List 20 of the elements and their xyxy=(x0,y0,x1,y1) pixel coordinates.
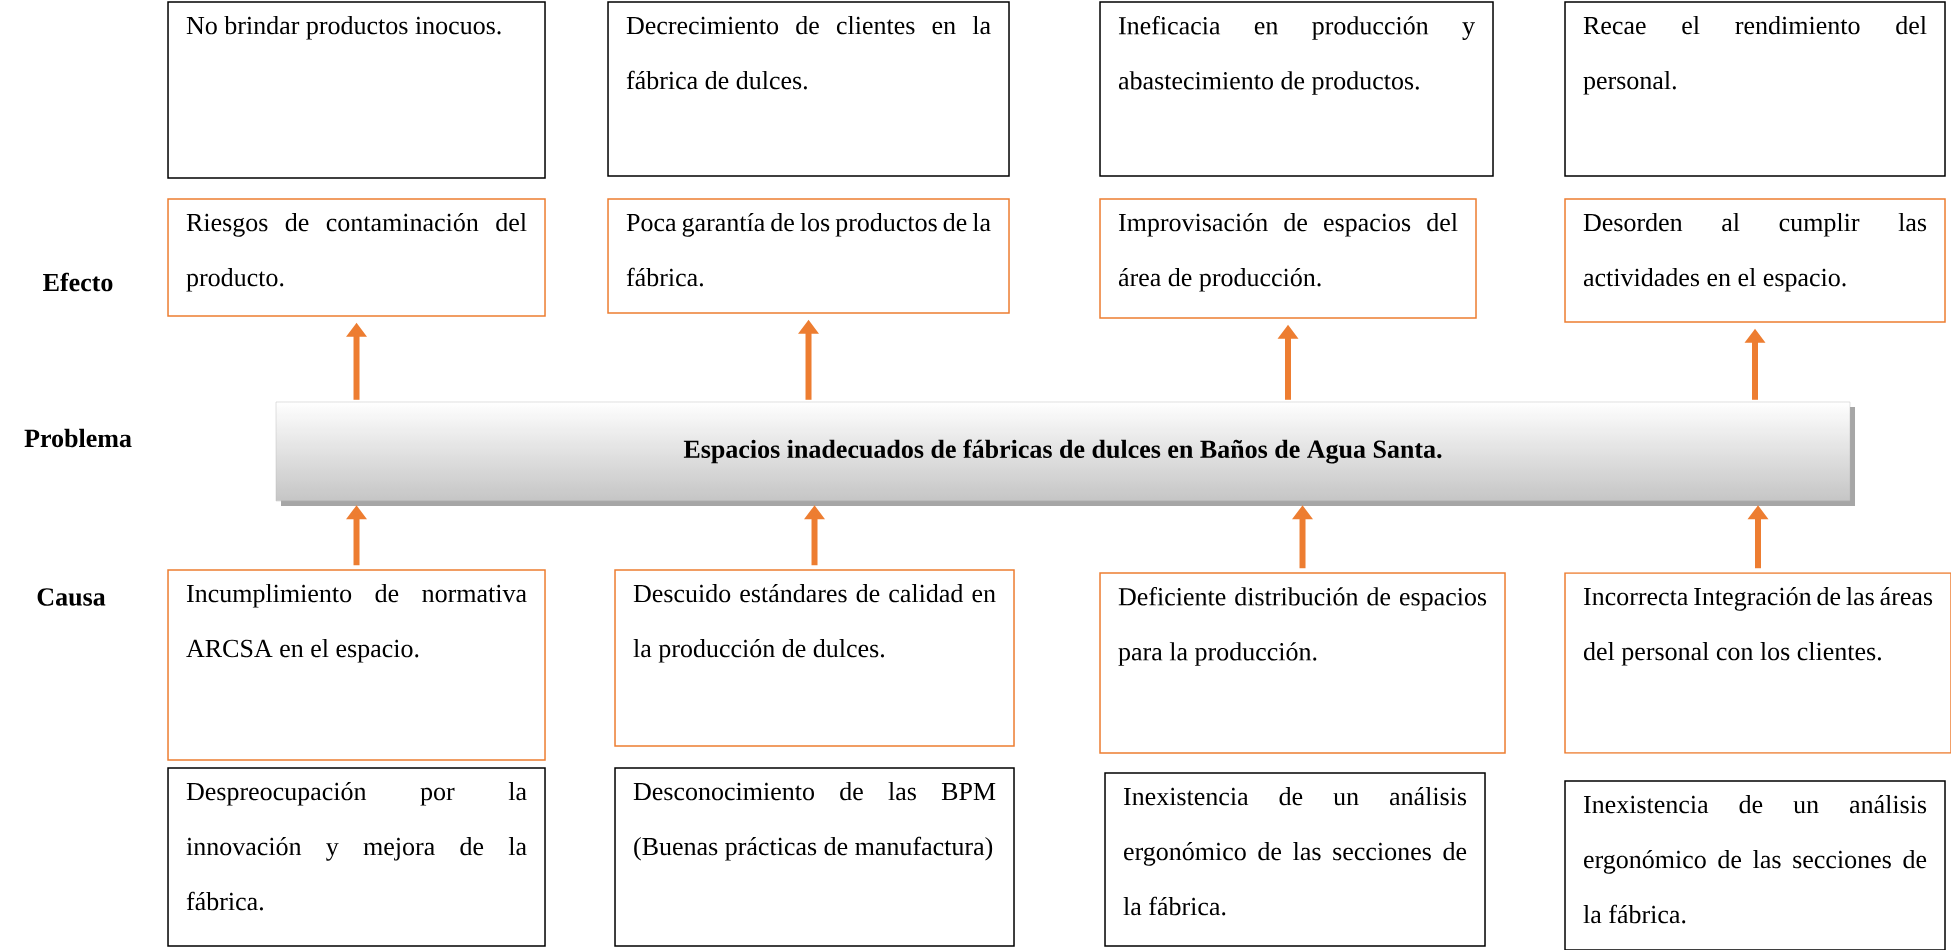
effect-box: Riesgos de contaminación del producto. xyxy=(167,198,546,317)
problem-bar: Espacios inadecuados de fábricas de dulces en Baños de Agua Santa. xyxy=(275,401,1851,502)
cause-box: Incumplimiento de normativa ARCSA en el espacio. xyxy=(167,569,546,761)
effect-box: Decrecimiento de clientes en la fábrica de dulces. xyxy=(607,1,1010,177)
cause-box: Incorrecta Integración de las áreas del personal con los clientes. xyxy=(1564,572,1951,754)
cause-box: Deficiente distribución de espacios para la producción. xyxy=(1099,572,1506,754)
row-label: Efecto xyxy=(43,272,113,292)
row-label: Problema xyxy=(24,428,132,448)
cause-box: Inexistencia de un análisis ergonómico de las secciones de la fábrica. xyxy=(1104,772,1486,947)
effect-box: Recae el rendimiento del personal. xyxy=(1564,1,1946,177)
cause-box: Despreocupación por la innovación y mejora de la fábrica. xyxy=(167,767,546,947)
cause-box: Desconocimiento de las BPM (Buenas prácticas de manufactura) xyxy=(614,767,1015,947)
cause-box: Inexistencia de un análisis ergonómico de las secciones de la fábrica. xyxy=(1564,780,1946,950)
effect-box: Ineficacia en producción y abastecimiento de productos. xyxy=(1099,1,1494,177)
effect-box: Desorden al cumplir las actividades en el espacio. xyxy=(1564,198,1946,323)
effect-box: No brindar productos inocuos. xyxy=(167,1,546,179)
cause-box: Descuido estándares de calidad en la producción de dulces. xyxy=(614,569,1015,747)
effect-box: Improvisación de espacios del área de producción. xyxy=(1099,198,1477,319)
effect-box: Poca garantía de los productos de la fábrica. xyxy=(607,198,1010,314)
row-label: Causa xyxy=(37,588,106,606)
